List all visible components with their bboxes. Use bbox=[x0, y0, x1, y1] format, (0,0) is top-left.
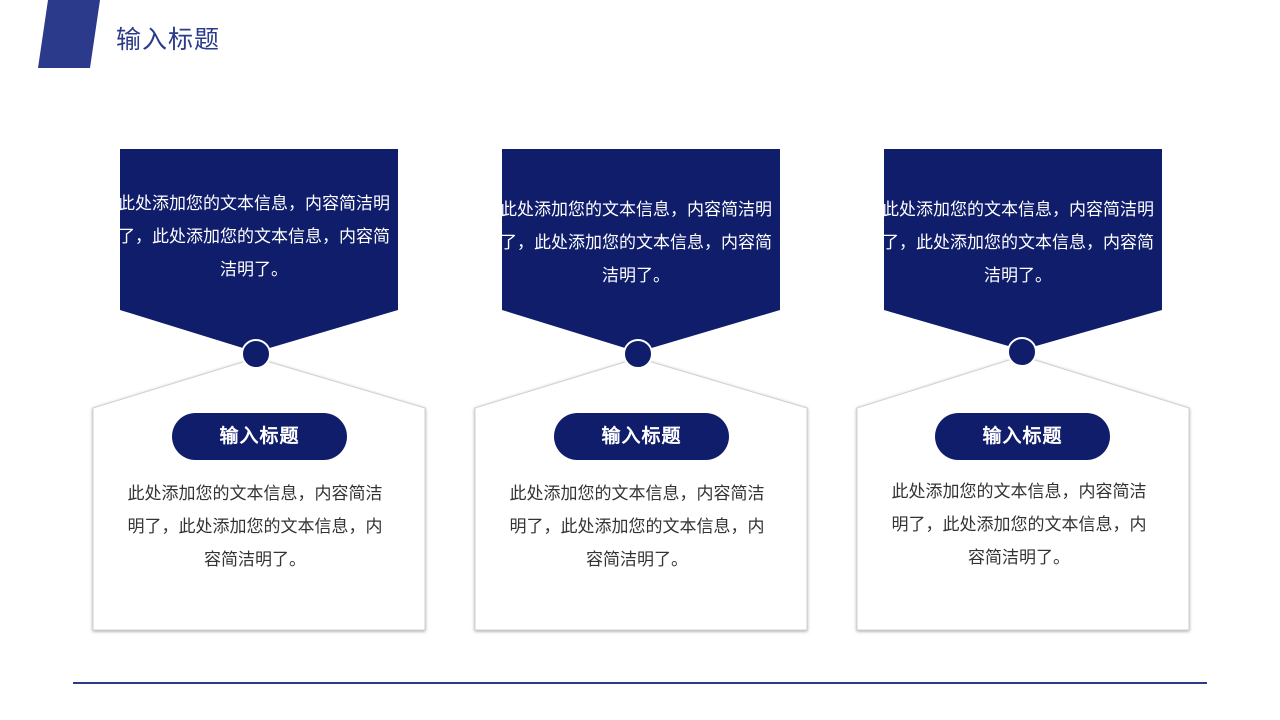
info-card-3: 此处添加您的文本信息，内容简洁明了，此处添加您的文本信息，内容简洁明了。 输入标… bbox=[849, 140, 1194, 640]
card-title-pill: 输入标题 bbox=[172, 413, 347, 460]
footer-divider bbox=[73, 682, 1207, 684]
banner-text: 此处添加您的文本信息，内容简洁明了，此处添加您的文本信息，内容简洁明了。 bbox=[118, 194, 390, 280]
corner-parallelogram-decoration bbox=[38, 0, 100, 68]
card-body-text: 此处添加您的文本信息，内容简洁明了，此处添加您的文本信息，内容简洁明了。 bbox=[127, 484, 383, 570]
card-title-pill: 输入标题 bbox=[935, 413, 1110, 460]
connector-node bbox=[1007, 337, 1037, 367]
info-card-1: 此处添加您的文本信息，内容简洁明了，此处添加您的文本信息，内容简洁明了。 输入标… bbox=[85, 140, 430, 640]
top-pentagon-banner bbox=[502, 149, 780, 352]
banner-text: 此处添加您的文本信息，内容简洁明了，此处添加您的文本信息，内容简洁明了。 bbox=[500, 200, 772, 286]
page-title: 输入标题 bbox=[116, 25, 221, 54]
info-card-2: 此处添加您的文本信息，内容简洁明了，此处添加您的文本信息，内容简洁明了。 输入标… bbox=[467, 140, 812, 640]
connector-node bbox=[623, 339, 653, 369]
banner-text: 此处添加您的文本信息，内容简洁明了，此处添加您的文本信息，内容简洁明了。 bbox=[882, 200, 1154, 286]
top-pentagon-banner bbox=[884, 149, 1162, 350]
card-body-text: 此处添加您的文本信息，内容简洁明了，此处添加您的文本信息，内容简洁明了。 bbox=[891, 482, 1147, 568]
card-title-pill: 输入标题 bbox=[554, 413, 729, 460]
card-body-text: 此处添加您的文本信息，内容简洁明了，此处添加您的文本信息，内容简洁明了。 bbox=[509, 484, 765, 570]
top-pentagon-banner bbox=[120, 149, 398, 352]
connector-node bbox=[241, 339, 271, 369]
